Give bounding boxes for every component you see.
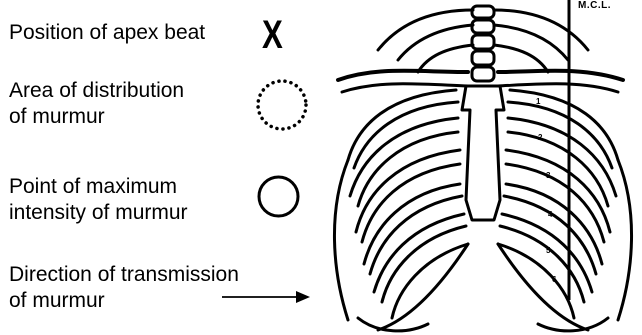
rib-number-6: 6 [552,275,556,284]
transmission-label: Direction of transmission of murmur [9,262,239,314]
mcl-label: M.C.L. [578,0,611,11]
max-intensity-label: Point of maximum intensity of murmur [9,174,188,226]
rib-number-3: 3 [546,171,550,180]
dotted-circle-icon [254,77,310,133]
legend: Position of apex beat X Area of distribu… [0,0,320,335]
distribution-label: Area of distribution of murmur [9,78,184,130]
rib-number-2: 2 [538,133,542,142]
apex-beat-label: Position of apex beat [9,20,205,46]
apex-beat-symbol-icon: X [262,15,283,55]
chest-ribcage-diagram [318,0,642,335]
rib-number-1: 1 [536,97,540,106]
arrow-right-icon [212,290,312,304]
rib-number-5: 5 [546,246,550,255]
solid-circle-icon [256,174,301,219]
rib-number-4: 4 [548,210,552,219]
vertebrae [472,6,494,81]
